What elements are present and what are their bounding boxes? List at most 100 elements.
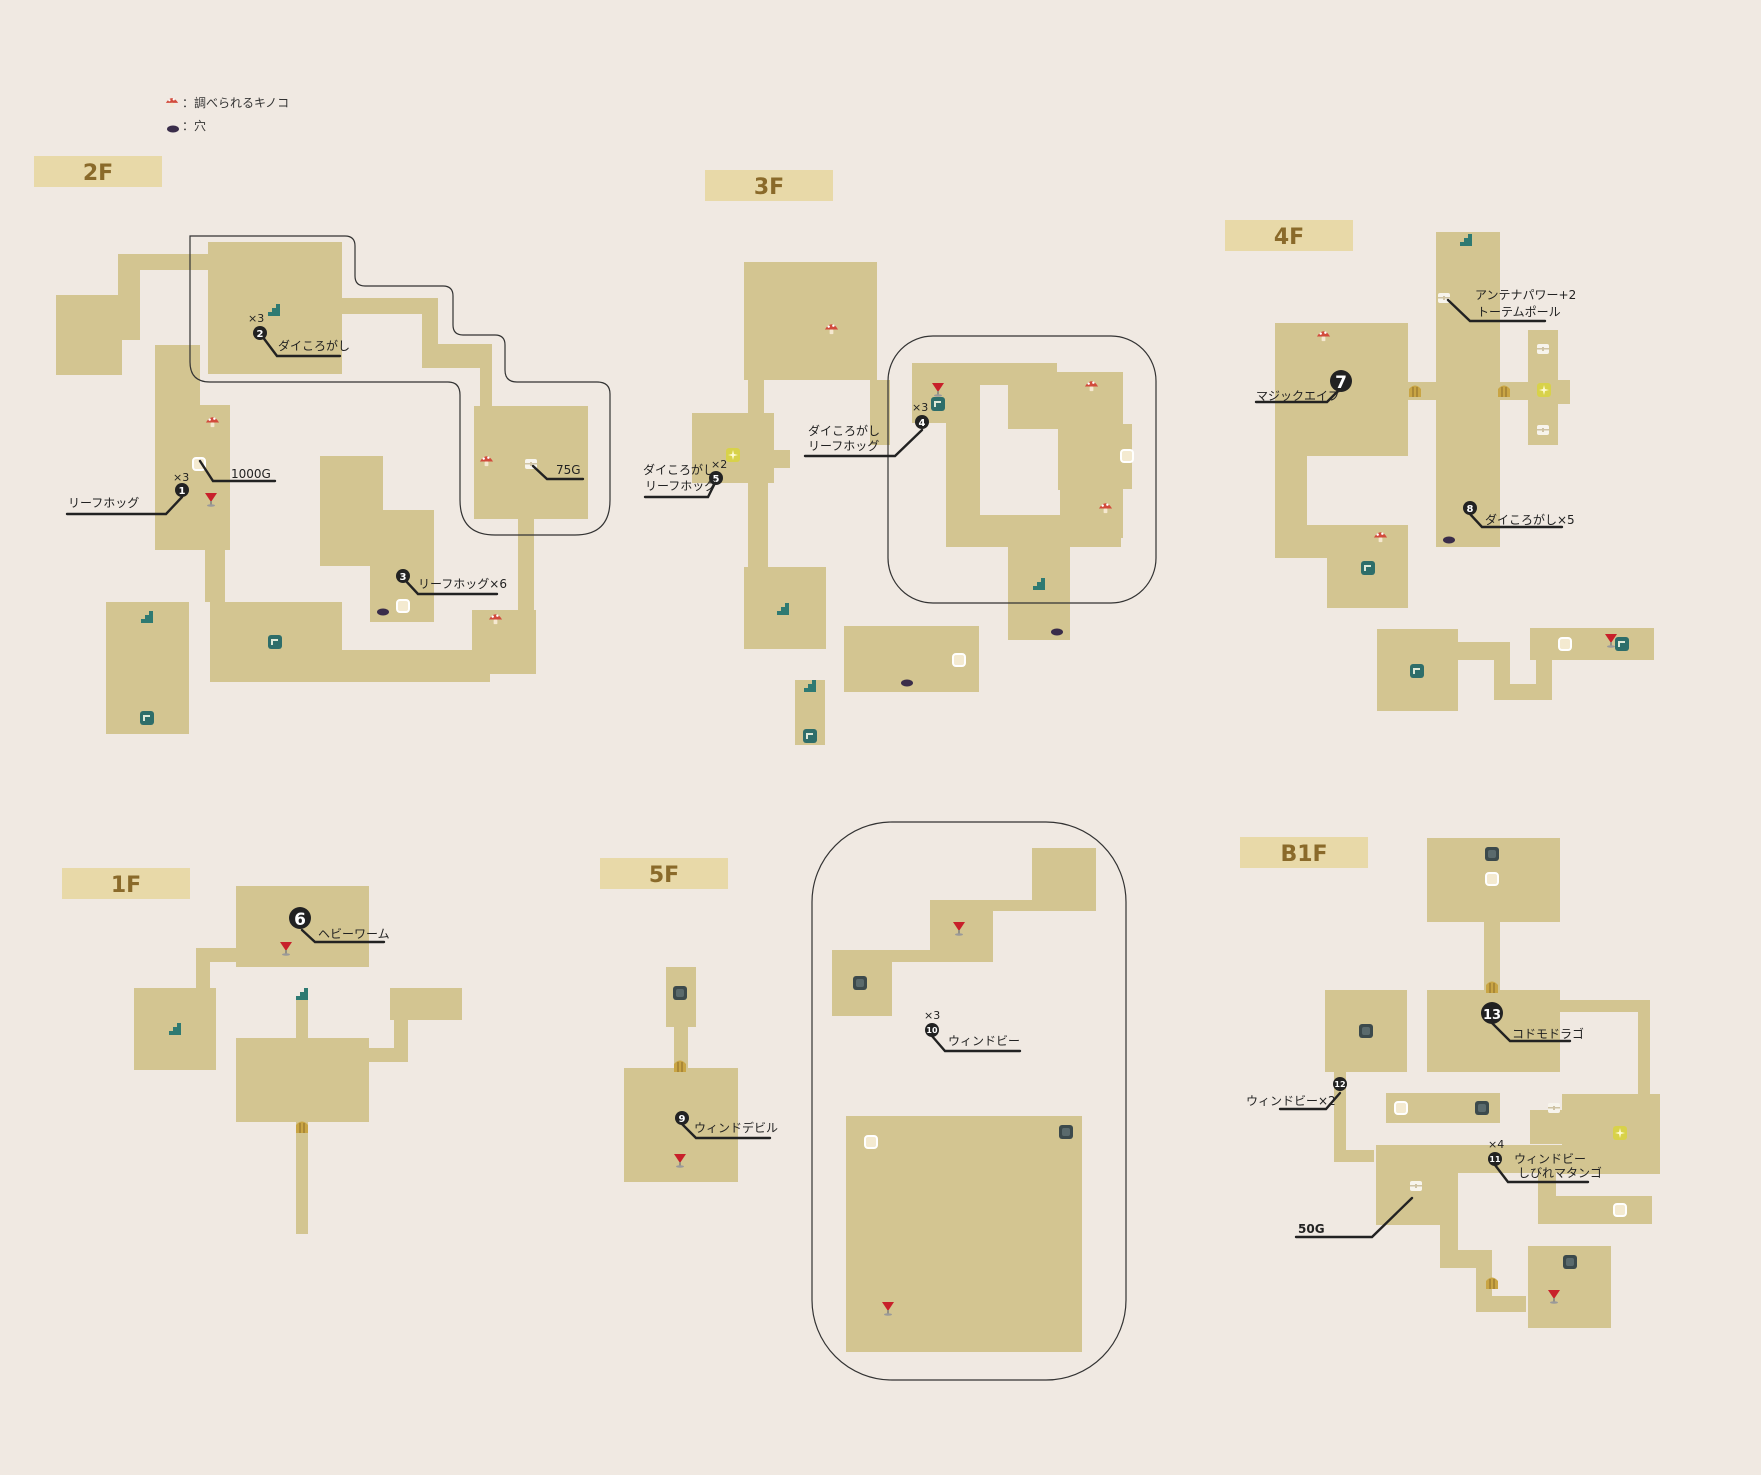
dark-point-icon bbox=[1563, 1255, 1577, 1269]
sparkle-icon bbox=[1537, 383, 1551, 397]
label-3f-m5-count: ×2 bbox=[711, 458, 727, 471]
legend-hole-label: ：穴 bbox=[182, 118, 206, 133]
marker-6 bbox=[289, 907, 311, 929]
label-heavyworm: ヘビーワーム bbox=[318, 927, 390, 941]
floor-label-1f-bg bbox=[62, 868, 190, 899]
floor-label-b1f: B1F bbox=[1280, 842, 1327, 867]
floor-label-2f-bg bbox=[34, 156, 162, 187]
marker-3-number: 3 bbox=[400, 572, 407, 583]
label-wind-devil: ウィンドデビル bbox=[694, 1120, 778, 1135]
door-icon bbox=[295, 1121, 309, 1134]
label-windbee-count: ×3 bbox=[924, 1009, 940, 1022]
marker-7 bbox=[1330, 370, 1352, 392]
label-3f-m4-line1: ダイころがし bbox=[808, 423, 880, 438]
floor-label-1f: 1F bbox=[111, 873, 141, 898]
dark-point-icon bbox=[1485, 847, 1499, 861]
chest-icon bbox=[1548, 1103, 1560, 1113]
label-b1-m11-line2: しびれマタンゴ bbox=[1518, 1165, 1602, 1180]
label-b1-m11-line1: ウィンドビー bbox=[1514, 1152, 1586, 1166]
marker-9 bbox=[675, 1111, 689, 1125]
label-daikoro-x5: ダイころがし×5 bbox=[1485, 512, 1575, 527]
marker-8-number: 8 bbox=[1467, 504, 1474, 515]
marker-10 bbox=[925, 1023, 939, 1037]
label-b1-m11-count: ×4 bbox=[1488, 1138, 1504, 1151]
marker-13-number: 13 bbox=[1483, 1008, 1501, 1023]
chest-icon bbox=[1537, 425, 1549, 435]
dark-point-icon bbox=[1059, 1125, 1073, 1139]
legend-mushroom-label: ：調べられるキノコ bbox=[182, 96, 289, 110]
door-icon bbox=[1485, 1277, 1499, 1290]
square-icon bbox=[1558, 637, 1572, 651]
marker-2 bbox=[253, 326, 267, 340]
door-icon bbox=[1497, 385, 1511, 398]
chest-icon bbox=[1410, 1181, 1422, 1191]
label-leafhog-x6: リーフホッグ×6 bbox=[418, 577, 507, 591]
label-kodomodrago: コドモドラゴ bbox=[1512, 1026, 1584, 1041]
label-leafhog-count: ×3 bbox=[173, 471, 189, 484]
point-icon bbox=[1360, 560, 1376, 576]
marker-11-number: 11 bbox=[1489, 1155, 1501, 1164]
chest-icon bbox=[1537, 344, 1549, 354]
square-icon bbox=[952, 653, 966, 667]
marker-1 bbox=[175, 483, 189, 497]
floor-label-3f-bg bbox=[705, 170, 833, 201]
dark-point-icon bbox=[853, 976, 867, 990]
label-windbee-x2: ウィンドビー×2 bbox=[1246, 1094, 1336, 1108]
label-3f-m4-count: ×3 bbox=[912, 401, 928, 414]
dark-point-icon bbox=[673, 986, 687, 1000]
marker-4-number: 4 bbox=[919, 418, 926, 429]
label-3f-m5-line1: ダイころがし bbox=[643, 462, 715, 477]
marker-9-number: 9 bbox=[679, 1114, 686, 1125]
label-totem-pole: トーテムポール bbox=[1477, 305, 1561, 319]
marker-5 bbox=[709, 471, 723, 485]
label-magic-ape: マジックエイプ bbox=[1256, 389, 1340, 403]
square-icon bbox=[1485, 872, 1499, 886]
floor-label-2f: 2F bbox=[83, 161, 113, 186]
hole-icon bbox=[1051, 628, 1063, 636]
sparkle-icon bbox=[1613, 1126, 1627, 1140]
point-icon bbox=[930, 396, 946, 412]
marker-3 bbox=[396, 569, 410, 583]
floor-1f-rooms bbox=[134, 886, 462, 1234]
label-daikorogashi: ダイころがし bbox=[278, 338, 350, 353]
leader-lines bbox=[65, 298, 1590, 1239]
marker-5-number: 5 bbox=[713, 474, 720, 485]
marker-13 bbox=[1481, 1002, 1503, 1024]
marker-10-number: 10 bbox=[926, 1026, 938, 1035]
square-icon bbox=[864, 1135, 878, 1149]
hole-icon bbox=[1443, 536, 1455, 544]
point-icon bbox=[1409, 663, 1425, 679]
point-icon bbox=[1614, 636, 1630, 652]
label-windbee: ウィンドビー bbox=[948, 1034, 1020, 1048]
floor-label-4f: 4F bbox=[1274, 225, 1304, 250]
label-1000g: 1000G bbox=[231, 467, 271, 481]
legend-mushroom-icon bbox=[165, 98, 179, 108]
square-icon bbox=[1613, 1203, 1627, 1217]
label-3f-m4-line2: リーフホッグ bbox=[808, 439, 879, 453]
marker-2-number: 2 bbox=[257, 329, 264, 340]
dark-point-icon bbox=[1359, 1024, 1373, 1038]
marker-11 bbox=[1488, 1152, 1502, 1166]
floor-2f-outline bbox=[189, 235, 611, 536]
door-icon bbox=[673, 1060, 687, 1073]
marker-1-number: 1 bbox=[179, 486, 186, 497]
point-icon bbox=[139, 710, 155, 726]
marker-8 bbox=[1463, 501, 1477, 515]
floor-label-b1f-bg bbox=[1240, 837, 1368, 868]
sparkle-icon bbox=[726, 448, 740, 462]
floor-b1f-rooms bbox=[1325, 838, 1660, 1328]
square-icon bbox=[1120, 449, 1134, 463]
hole-icon bbox=[901, 679, 913, 687]
floor-5f-rooms bbox=[624, 848, 1096, 1352]
square-icon bbox=[396, 599, 410, 613]
floor-label-5f-bg bbox=[600, 858, 728, 889]
floor-4f-rooms bbox=[1275, 232, 1654, 711]
point-icon bbox=[802, 728, 818, 744]
floor-2f-rooms bbox=[56, 242, 588, 734]
label-75g: 75G bbox=[556, 463, 581, 477]
floor-label-3f: 3F bbox=[754, 175, 784, 200]
hole-icon bbox=[377, 608, 389, 616]
square-icon bbox=[1394, 1101, 1408, 1115]
point-icon bbox=[267, 634, 283, 650]
